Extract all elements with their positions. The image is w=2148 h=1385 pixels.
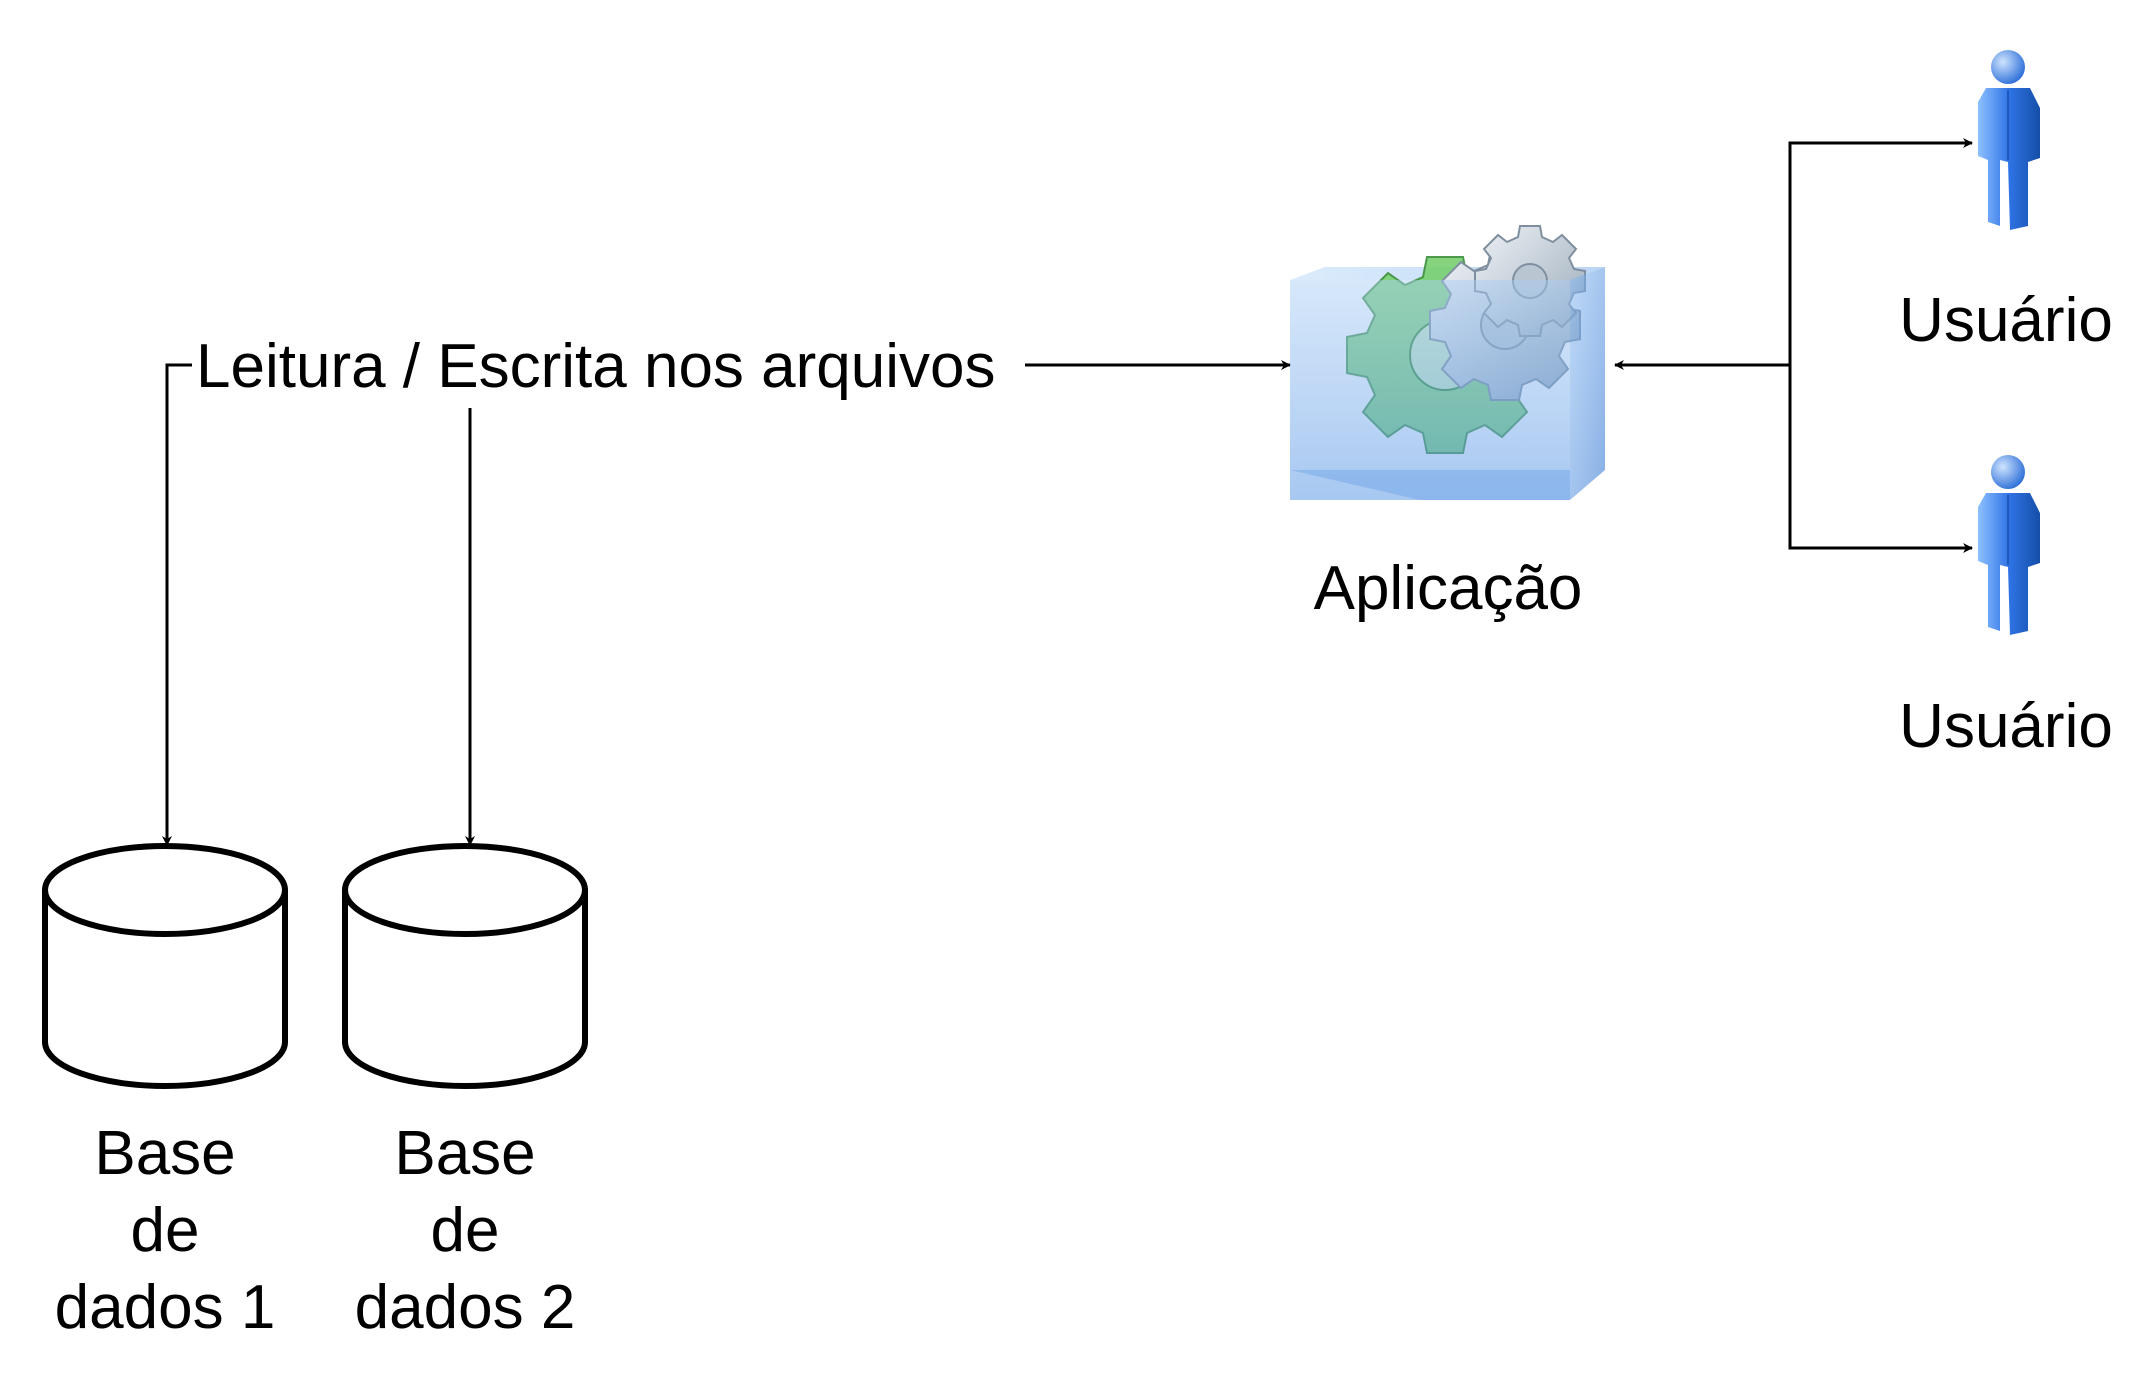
user-person-icon <box>1978 455 2040 635</box>
database-2-label-line-1: Base <box>394 1119 536 1188</box>
user-person-icon <box>1978 50 2040 230</box>
database-cylinder-icon <box>42 843 288 1089</box>
application-label: Aplicação <box>1313 554 1583 623</box>
user-label-1: Usuário <box>1899 286 2113 355</box>
database-2-label-line-3: dados 2 <box>354 1273 576 1342</box>
edge-to-database-1 <box>162 363 200 846</box>
user-label-2: Usuário <box>1899 692 2113 761</box>
database-1-label-line-1: Base <box>94 1119 236 1188</box>
database-1-label-line-3: dados 1 <box>54 1273 276 1342</box>
database-1-label-line-2: de <box>130 1196 200 1265</box>
edge-label-read-write: Leitura / Escrita nos arquivos <box>192 328 1000 405</box>
database-cylinder-icon <box>342 843 588 1089</box>
gears-cube-icon <box>1290 225 1605 500</box>
edge-to-user-2 <box>1788 365 1973 553</box>
database-2-label-line-2: de <box>430 1196 500 1265</box>
edge-to-user-1 <box>1788 138 1973 365</box>
